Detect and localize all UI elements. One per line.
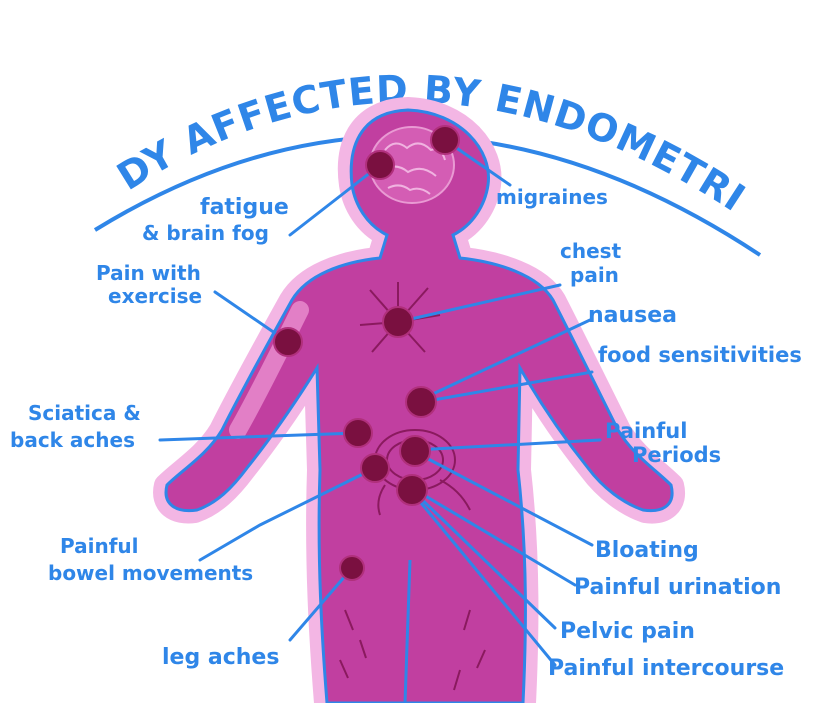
label-pelvic-pain: Pelvic pain	[560, 619, 695, 644]
spot-chest	[383, 307, 413, 337]
label-leg-aches: leg aches	[162, 645, 279, 670]
label-nausea: nausea	[588, 303, 677, 328]
spot-bowel	[361, 454, 389, 482]
label-exercise-1: Pain with	[96, 261, 201, 285]
spot-back	[344, 419, 372, 447]
label-chest-2: pain	[570, 263, 619, 287]
spot-brain	[366, 151, 394, 179]
label-chest-1: chest	[560, 239, 622, 263]
spot-stomach	[406, 387, 436, 417]
label-exercise-2: exercise	[108, 284, 202, 308]
label-bloating: Bloating	[595, 538, 699, 563]
label-urination: Painful urination	[574, 575, 781, 600]
label-food-sensitivities: food sensitivities	[598, 343, 802, 367]
label-intercourse: Painful intercourse	[548, 656, 784, 681]
label-sciatica-2: back aches	[10, 428, 135, 452]
label-bowel-2: bowel movements	[48, 561, 253, 585]
spot-head	[431, 126, 459, 154]
label-fatigue: fatigue	[200, 195, 289, 220]
spot-leg	[340, 556, 364, 580]
label-migraines: migraines	[496, 185, 608, 209]
label-sciatica-1: Sciatica &	[28, 401, 141, 425]
spot-pelvis	[397, 475, 427, 505]
label-periods-1: Painful	[605, 419, 687, 443]
label-periods-2: Periods	[632, 443, 721, 467]
spot-uterus	[400, 436, 430, 466]
label-bowel-1: Painful	[60, 534, 139, 558]
spot-arm	[274, 328, 302, 356]
label-brain-fog: & brain fog	[142, 221, 269, 245]
